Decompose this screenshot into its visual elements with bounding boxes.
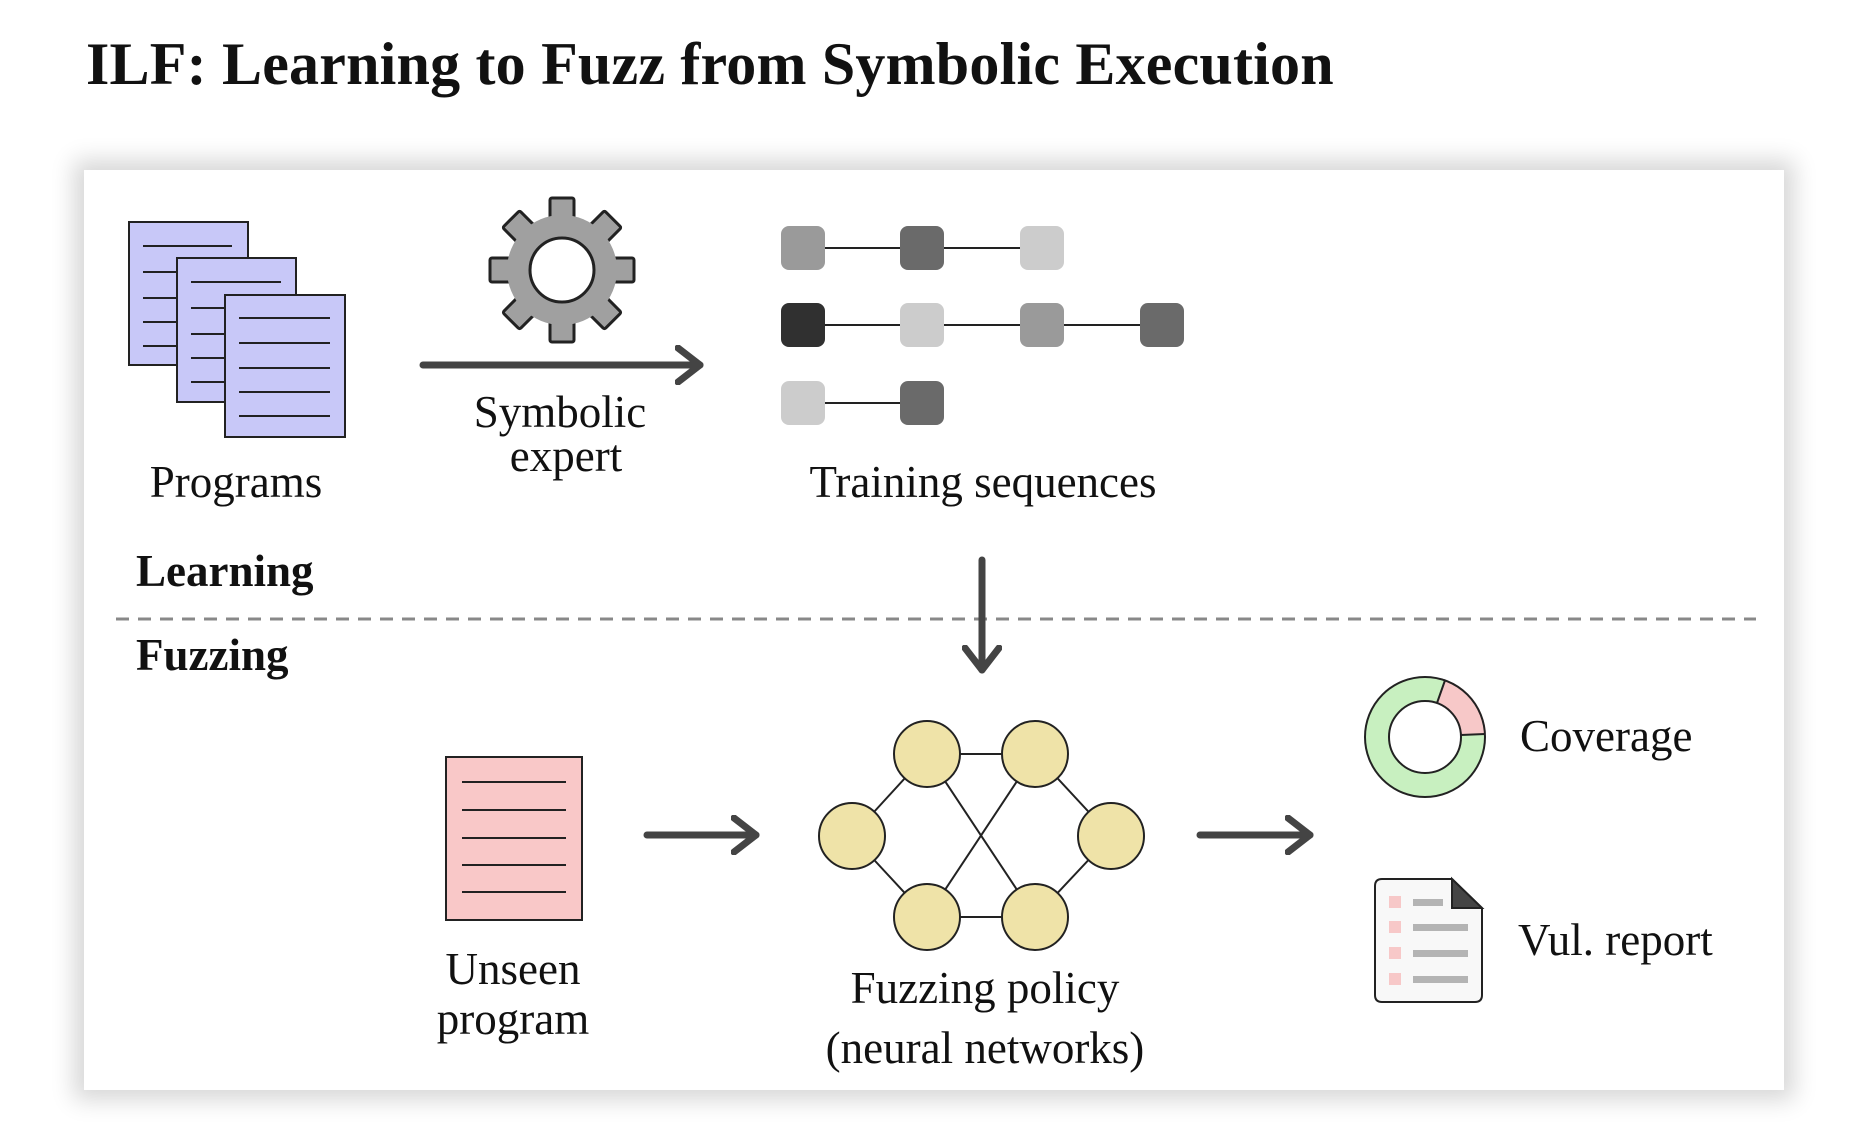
report-label: Vul. report xyxy=(1518,915,1713,965)
neuron xyxy=(1001,883,1069,951)
training-label: Training sequences xyxy=(809,457,1156,507)
coverage-label: Coverage xyxy=(1520,711,1692,761)
program-doc-3 xyxy=(224,294,346,438)
neuron xyxy=(893,883,961,951)
unseen-label-line1: Unseen xyxy=(446,944,581,994)
gear-icon xyxy=(488,196,636,344)
expert-label-line2: expert xyxy=(510,431,623,481)
neuron xyxy=(1001,720,1069,788)
unseen-program-icon xyxy=(445,756,583,921)
policy-label-line1: Fuzzing policy xyxy=(851,963,1120,1013)
training-sequence-3 xyxy=(781,381,944,425)
policy-label-line2: (neural networks) xyxy=(826,1023,1145,1073)
training-sequence-1 xyxy=(781,226,1064,270)
neuron xyxy=(893,720,961,788)
neural-network-icon xyxy=(818,720,1145,951)
unseen-label-line2: program xyxy=(437,994,589,1044)
programs-label: Programs xyxy=(150,457,323,507)
report-document-icon xyxy=(1374,876,1485,1003)
neuron xyxy=(818,802,886,870)
neuron xyxy=(1077,802,1145,870)
programs-icon xyxy=(128,221,346,438)
fuzzing-section-label: Fuzzing xyxy=(136,630,289,680)
training-sequence-2 xyxy=(781,303,1184,347)
training-sequences-icon xyxy=(781,226,1184,425)
expert-label-line1: Symbolic xyxy=(474,387,647,437)
page-title: ILF: Learning to Fuzz from Symbolic Exec… xyxy=(86,31,1334,97)
learning-section-label: Learning xyxy=(136,546,314,596)
coverage-icon xyxy=(1364,676,1486,798)
